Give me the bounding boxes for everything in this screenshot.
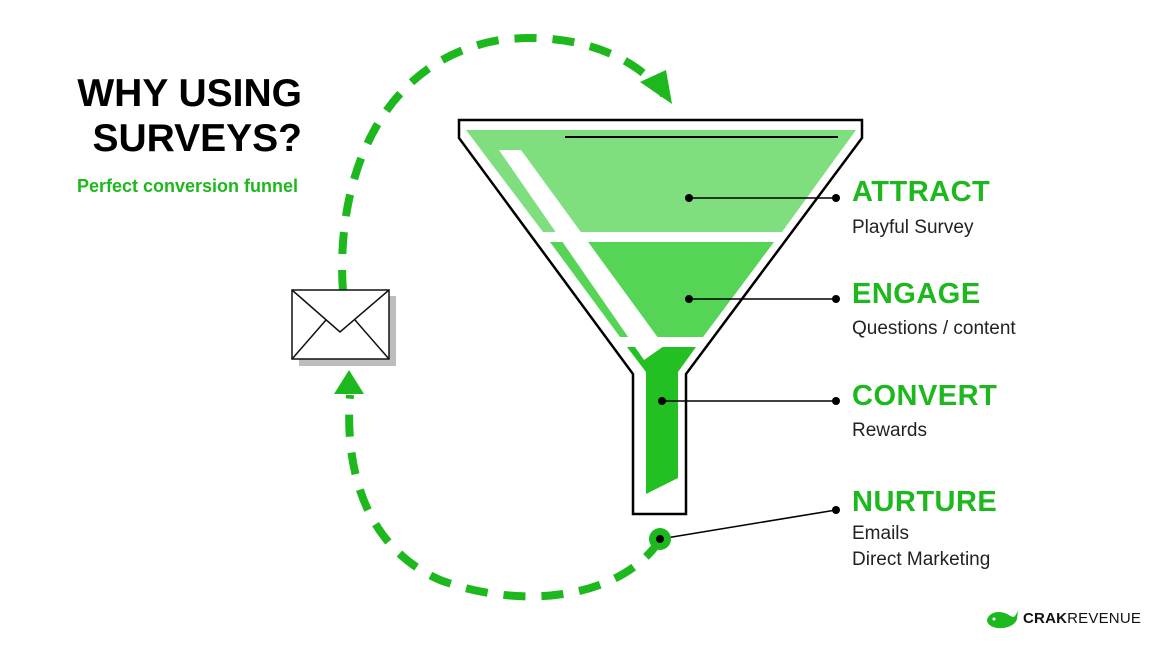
stage-desc-nurture-emails: Emails	[852, 523, 910, 544]
funnel-layer-attract	[466, 130, 856, 232]
brand-logo: CRAKREVENUE	[985, 605, 1141, 631]
brand-name: CRAKREVENUE	[1023, 609, 1142, 627]
arrow-head-icon	[334, 370, 364, 394]
envelope-icon	[291, 289, 396, 366]
funnel-stripe	[499, 150, 664, 360]
funnel-layer-convert	[627, 347, 696, 494]
connector-convert	[658, 397, 840, 405]
stage-label-attract: ATTRACT	[852, 176, 991, 208]
stage-desc-convert: Rewards	[852, 420, 927, 441]
stage-desc-attract: Playful Survey	[852, 217, 974, 238]
whale-logo-icon	[987, 611, 1018, 629]
stage-label-nurture: NURTURE	[852, 486, 998, 518]
loop-arrow-top	[338, 34, 668, 293]
stage-label-convert: CONVERT	[852, 380, 998, 412]
arrow-head-icon	[640, 70, 672, 104]
stage-label-engage: ENGAGE	[852, 278, 981, 310]
heading-line-1: WHY USING	[77, 72, 302, 115]
connector-nurture	[649, 506, 840, 550]
stage-desc-nurture-direct: Direct Marketing	[852, 549, 991, 570]
connector-engage	[685, 295, 840, 303]
connector-attract	[685, 194, 840, 202]
heading-line-2: SURVEYS?	[92, 117, 302, 160]
subtitle: Perfect conversion funnel	[76, 176, 298, 196]
stage-desc-engage: Questions / content	[852, 318, 1016, 339]
loop-arrow-bottom	[345, 394, 664, 601]
funnel-layer-engage	[550, 242, 774, 337]
